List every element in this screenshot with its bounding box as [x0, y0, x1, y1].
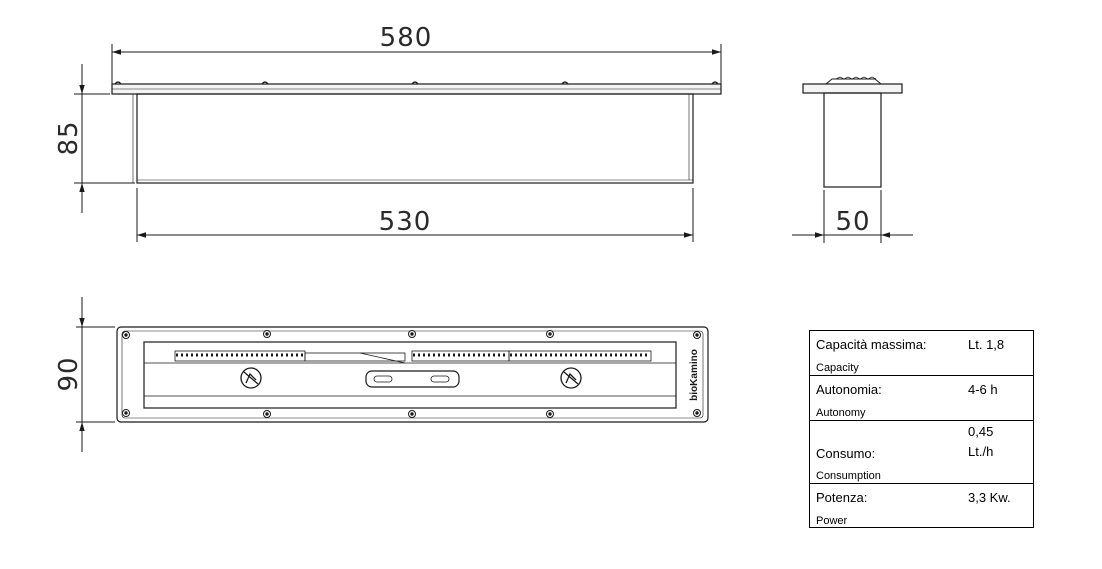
spec-value: Lt. 1,8 [968, 337, 1005, 352]
spec-value: 3,3 Kw. [968, 490, 1011, 505]
spec-label: Autonomia: [816, 382, 882, 397]
spec-row: Autonomia: Autonomy 4-6 h [809, 375, 1034, 421]
spec-sublabel: Autonomy [816, 407, 866, 419]
dim-label-85: 85 [54, 120, 84, 155]
front-view [111, 81, 722, 184]
dim-label-90: 90 [54, 356, 84, 391]
warning-symbol-left-icon [240, 367, 262, 389]
dim-label-580: 580 [380, 23, 433, 53]
spec-sublabel: Consumption [816, 470, 881, 482]
spec-row: Consumo: Consumption 0,45 Lt./h [809, 420, 1034, 484]
dim-label-50: 50 [835, 207, 870, 237]
spec-sublabel: Capacity [816, 362, 859, 374]
dimension-580 [111, 44, 722, 84]
front-box [136, 93, 694, 184]
spec-value: 4-6 h [968, 382, 998, 397]
plan-burner-box [143, 341, 677, 409]
side-view [802, 76, 903, 188]
plan-screws [122, 330, 701, 418]
spec-value: 0,45 Lt./h [968, 424, 994, 459]
plan-view [116, 326, 709, 423]
spec-row: Capacità massima: Capacity Lt. 1,8 [809, 330, 1034, 376]
side-flange [802, 83, 903, 94]
dimension-50 [792, 190, 913, 243]
spec-label: Consumo: [816, 446, 876, 461]
plan-handle [365, 370, 460, 388]
side-box [823, 92, 882, 188]
warning-symbol-right-icon [560, 367, 582, 389]
brand-label: bioKamino [689, 349, 700, 401]
spec-sublabel: Power [816, 515, 848, 527]
dim-label-530: 530 [379, 207, 432, 237]
spec-table: Capacità massima: Capacity Lt. 1,8 Auton… [809, 330, 1034, 528]
dimension-530 [136, 188, 694, 242]
plan-outer-plate [116, 326, 709, 423]
spec-label: Potenza: [816, 490, 868, 505]
spec-label: Capacità massima: [816, 337, 927, 352]
dimension-90 [76, 297, 115, 452]
dimension-85 [74, 64, 135, 213]
spec-row: Potenza: Power 3,3 Kw. [809, 483, 1034, 528]
